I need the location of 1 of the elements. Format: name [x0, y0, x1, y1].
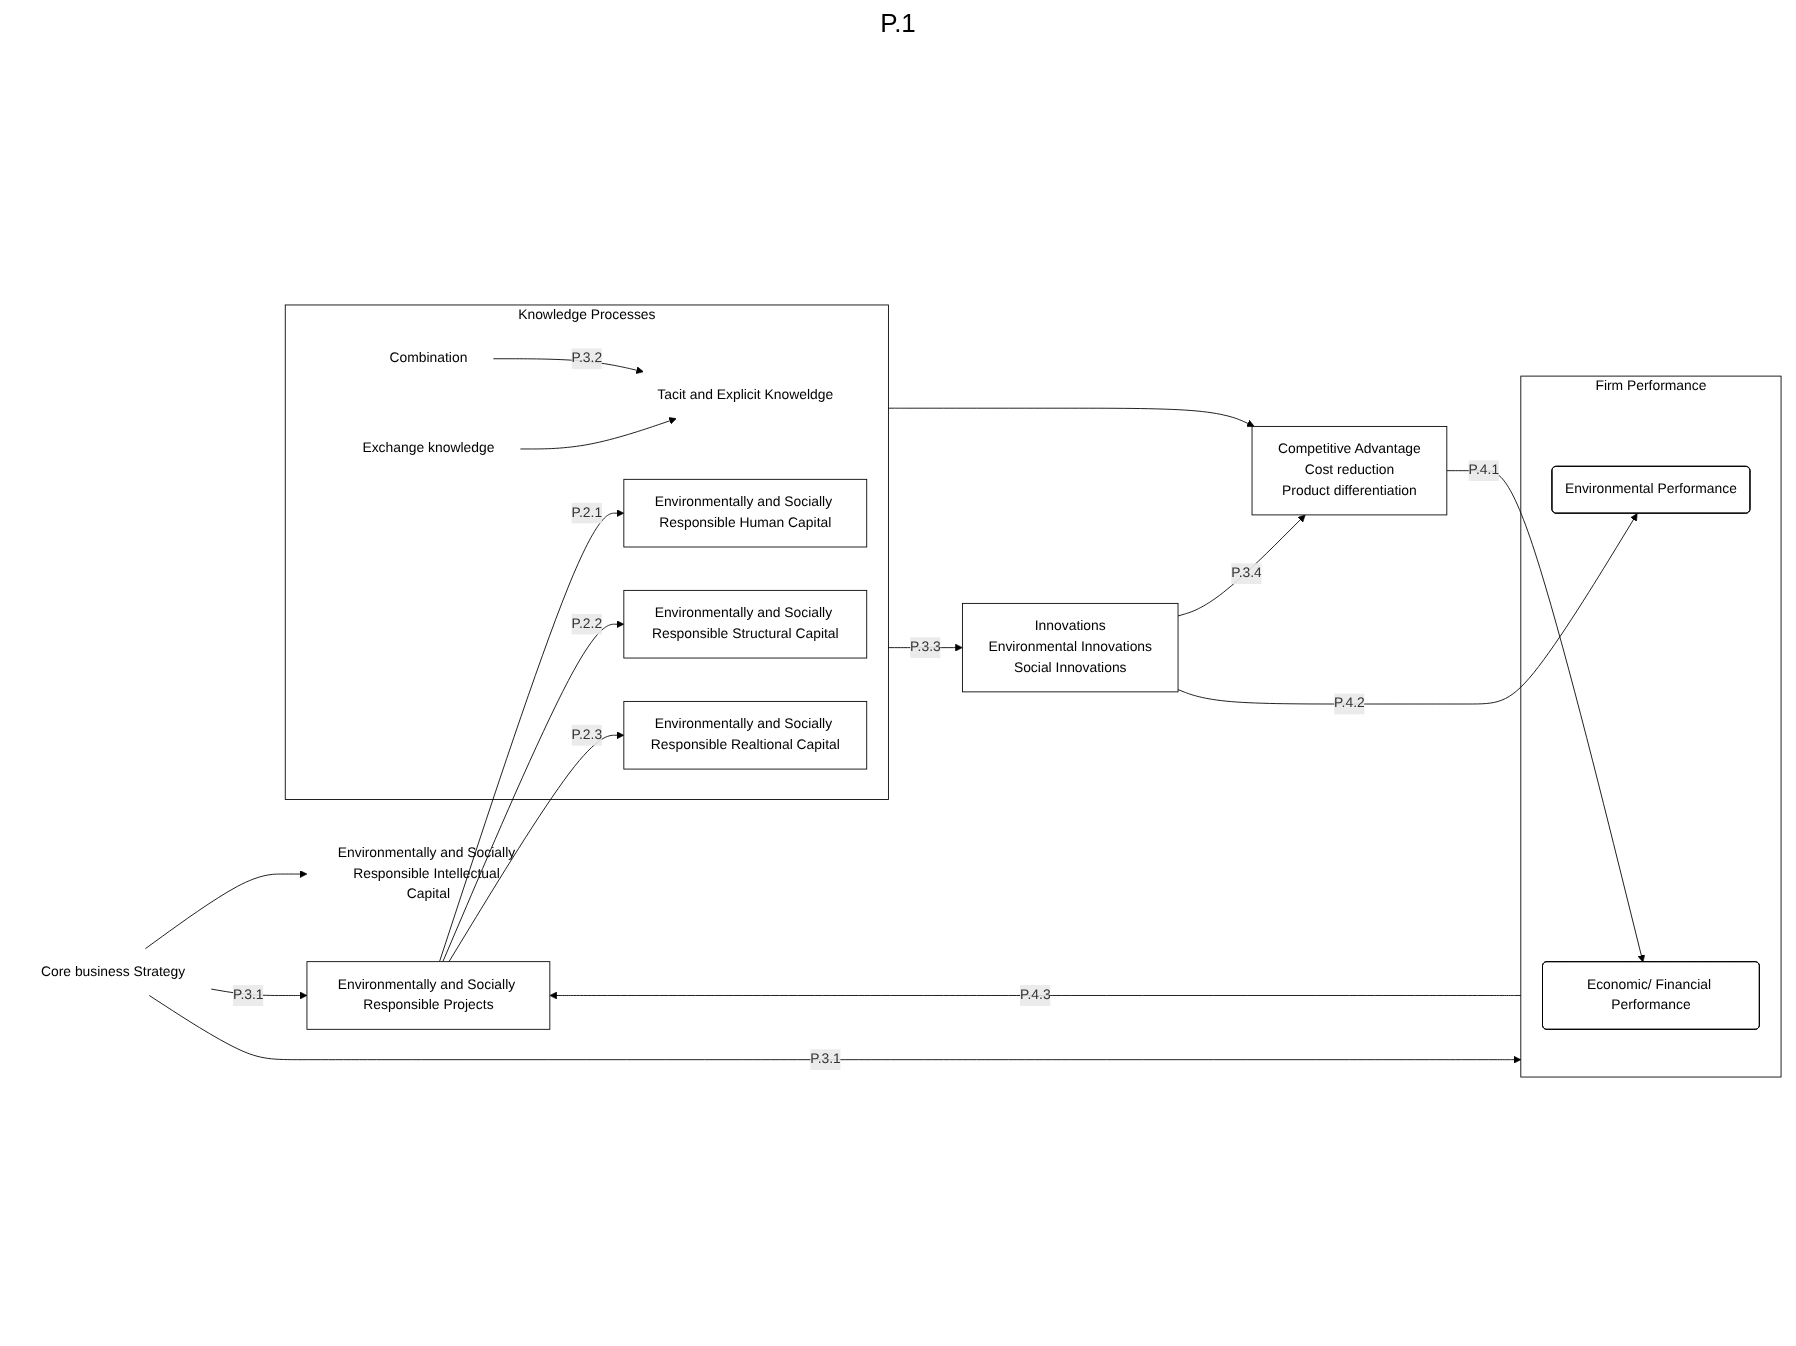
note-label: P.1 — [880, 8, 916, 38]
